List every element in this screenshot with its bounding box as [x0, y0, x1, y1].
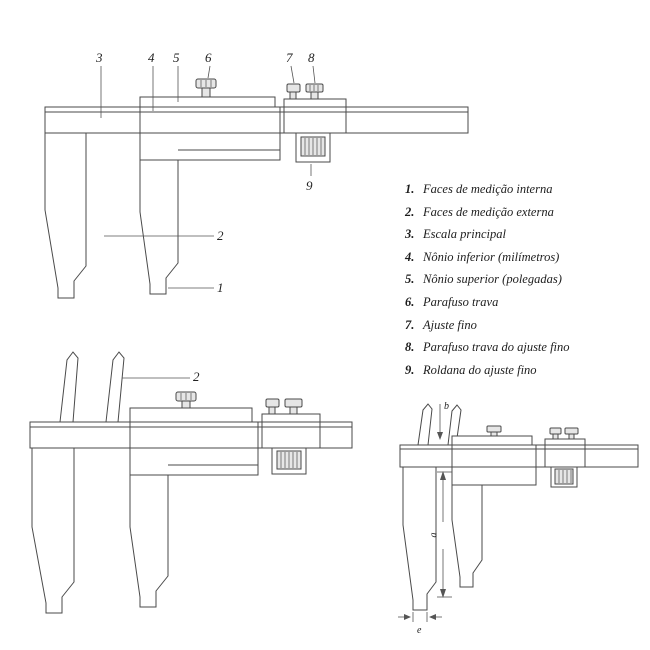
bl-fine-adjust-plate	[261, 413, 321, 423]
top-fine-adjust-unit	[283, 83, 347, 163]
legend-item-number: 3.	[405, 227, 415, 242]
legend-item-label: Faces de medição externa	[423, 204, 554, 219]
legend-item-2: 2. Faces de medição externa	[405, 205, 625, 228]
caliper-bottom-left-drawing	[29, 351, 353, 614]
legend-item-label: Parafuso trava do ajuste fino	[423, 340, 570, 355]
callout-2: 2	[217, 228, 224, 243]
legend-item-number: 9.	[405, 362, 415, 377]
callout-bl-2: 2	[193, 369, 200, 384]
legend-item-number: 1.	[405, 182, 415, 196]
legend-item-3: 3. Escala principal	[405, 227, 625, 250]
top-slider-body	[139, 106, 281, 161]
callout-7: 7	[286, 50, 293, 65]
bl-fine-lock-screw-cap	[284, 398, 303, 408]
legend-item-number: 8.	[405, 340, 415, 355]
bl-fixed-internal-jaw	[59, 351, 79, 423]
callout-9: 9	[306, 178, 313, 193]
legend-item-label: Escala principal	[423, 227, 506, 242]
br-fine-lock-screw-stem	[568, 433, 575, 440]
callout-3: 3	[96, 50, 103, 65]
caliper-top-drawing	[44, 65, 469, 299]
lock-screw-stem	[201, 87, 211, 98]
top-main-beam	[44, 106, 469, 134]
br-movable-external-jaw	[451, 484, 483, 588]
top-leader-lines	[100, 65, 316, 289]
legend-item-number: 4.	[405, 249, 415, 264]
legend-item-5: 5. Nônio superior (polegadas)	[405, 272, 625, 295]
legend-item-label: Roldana do ajuste fino	[423, 362, 537, 377]
bl-roller-knurl-lines	[280, 452, 298, 468]
legend-item-label: Nônio superior (polegadas)	[423, 272, 562, 287]
top-fixed-jaw	[44, 132, 87, 299]
dimension-e-lines	[398, 612, 442, 622]
screw-8-knurl-lines	[309, 85, 319, 91]
br-fine-adjust-roller	[554, 468, 574, 485]
dimension-b-lines	[437, 404, 443, 440]
br-lock-screw-cap	[486, 425, 502, 433]
roller-knurl-lines	[304, 138, 322, 155]
legend-item-number: 7.	[405, 317, 415, 332]
bl-movable-internal-jaw	[105, 351, 125, 423]
br-fine-adjust-plate	[544, 438, 586, 446]
fine-adjust-screw-7-stem	[289, 91, 297, 100]
bl-fine-adjust-unit	[261, 398, 321, 475]
legend-item-7: 7. Ajuste fino	[405, 318, 625, 341]
fine-adjust-lock-screw-8-cap	[305, 83, 324, 93]
legend-item-label: Nônio inferior (milímetros)	[423, 249, 560, 264]
legend-item-number: 2.	[405, 204, 415, 219]
fine-adjust-lock-screw-8-stem	[310, 91, 319, 100]
bl-fine-lock-screw-stem	[289, 406, 298, 415]
br-fine-screw-stem	[552, 433, 559, 440]
callout-5: 5	[173, 50, 180, 65]
bl-vernier-superior-plate	[129, 407, 253, 423]
bl-fine-screw-cap	[265, 398, 280, 408]
bl-lock-screw-stem	[181, 400, 191, 409]
dimension-label-e: e	[417, 625, 422, 636]
br-main-beam	[399, 444, 639, 468]
legend-item-1: 1. Faces de medição interna	[405, 182, 625, 205]
br-fine-adjust-unit	[544, 427, 586, 488]
dimension-label-a: a	[428, 532, 440, 538]
br-roller-knurl-lines	[558, 470, 572, 483]
caliper-bottom-right-drawing	[398, 403, 639, 622]
callout-4: 4	[148, 50, 155, 65]
fine-adjust-plate	[283, 98, 347, 108]
bl-fine-screw-stem	[268, 406, 276, 415]
top-movable-jaw	[139, 159, 179, 295]
parts-legend: 1. Faces de medição interna 2. Faces de …	[405, 182, 625, 385]
legend-item-6: 6. Parafuso trava	[405, 295, 625, 318]
br-fixed-external-jaw	[402, 466, 437, 611]
callout-6: 6	[205, 50, 212, 65]
legend-item-label: Ajuste fino	[423, 317, 477, 332]
dimension-label-b: b	[444, 401, 449, 412]
lock-screw-knurl-lines	[200, 80, 212, 87]
callout-8: 8	[308, 50, 315, 65]
br-fixed-internal-jaw	[417, 403, 433, 446]
bl-lock-screw-knurl-lines	[180, 393, 192, 400]
callout-1: 1	[217, 280, 224, 295]
legend-item-number: 6.	[405, 294, 415, 309]
legend-item-label: Faces de medição interna	[423, 182, 553, 196]
bl-movable-external-jaw	[129, 474, 169, 608]
fine-adjust-screw-7-cap	[286, 83, 301, 93]
br-slider-lower-body	[451, 466, 537, 486]
bl-fixed-external-jaw	[31, 447, 75, 614]
legend-item-label: Parafuso trava	[423, 294, 499, 309]
br-lock-screw-stem	[490, 431, 498, 437]
top-vernier-superior-plate	[139, 96, 276, 108]
legend-item-9: 9. Roldana do ajuste fino	[405, 363, 625, 386]
legend-item-8: 8. Parafuso trava do ajuste fino	[405, 340, 625, 363]
br-fine-lock-screw-cap	[564, 427, 579, 435]
legend-item-number: 5.	[405, 272, 415, 287]
bl-slider-lower-body	[129, 447, 259, 476]
bl-main-beam	[29, 421, 353, 449]
top-lock-screw	[195, 78, 217, 98]
legend-item-4: 4. Nônio inferior (milímetros)	[405, 250, 625, 273]
br-fine-screw-cap	[549, 427, 562, 435]
bl-lock-screw	[175, 391, 197, 409]
dimension-a-lines	[437, 471, 452, 598]
br-vernier-plate	[451, 435, 533, 446]
